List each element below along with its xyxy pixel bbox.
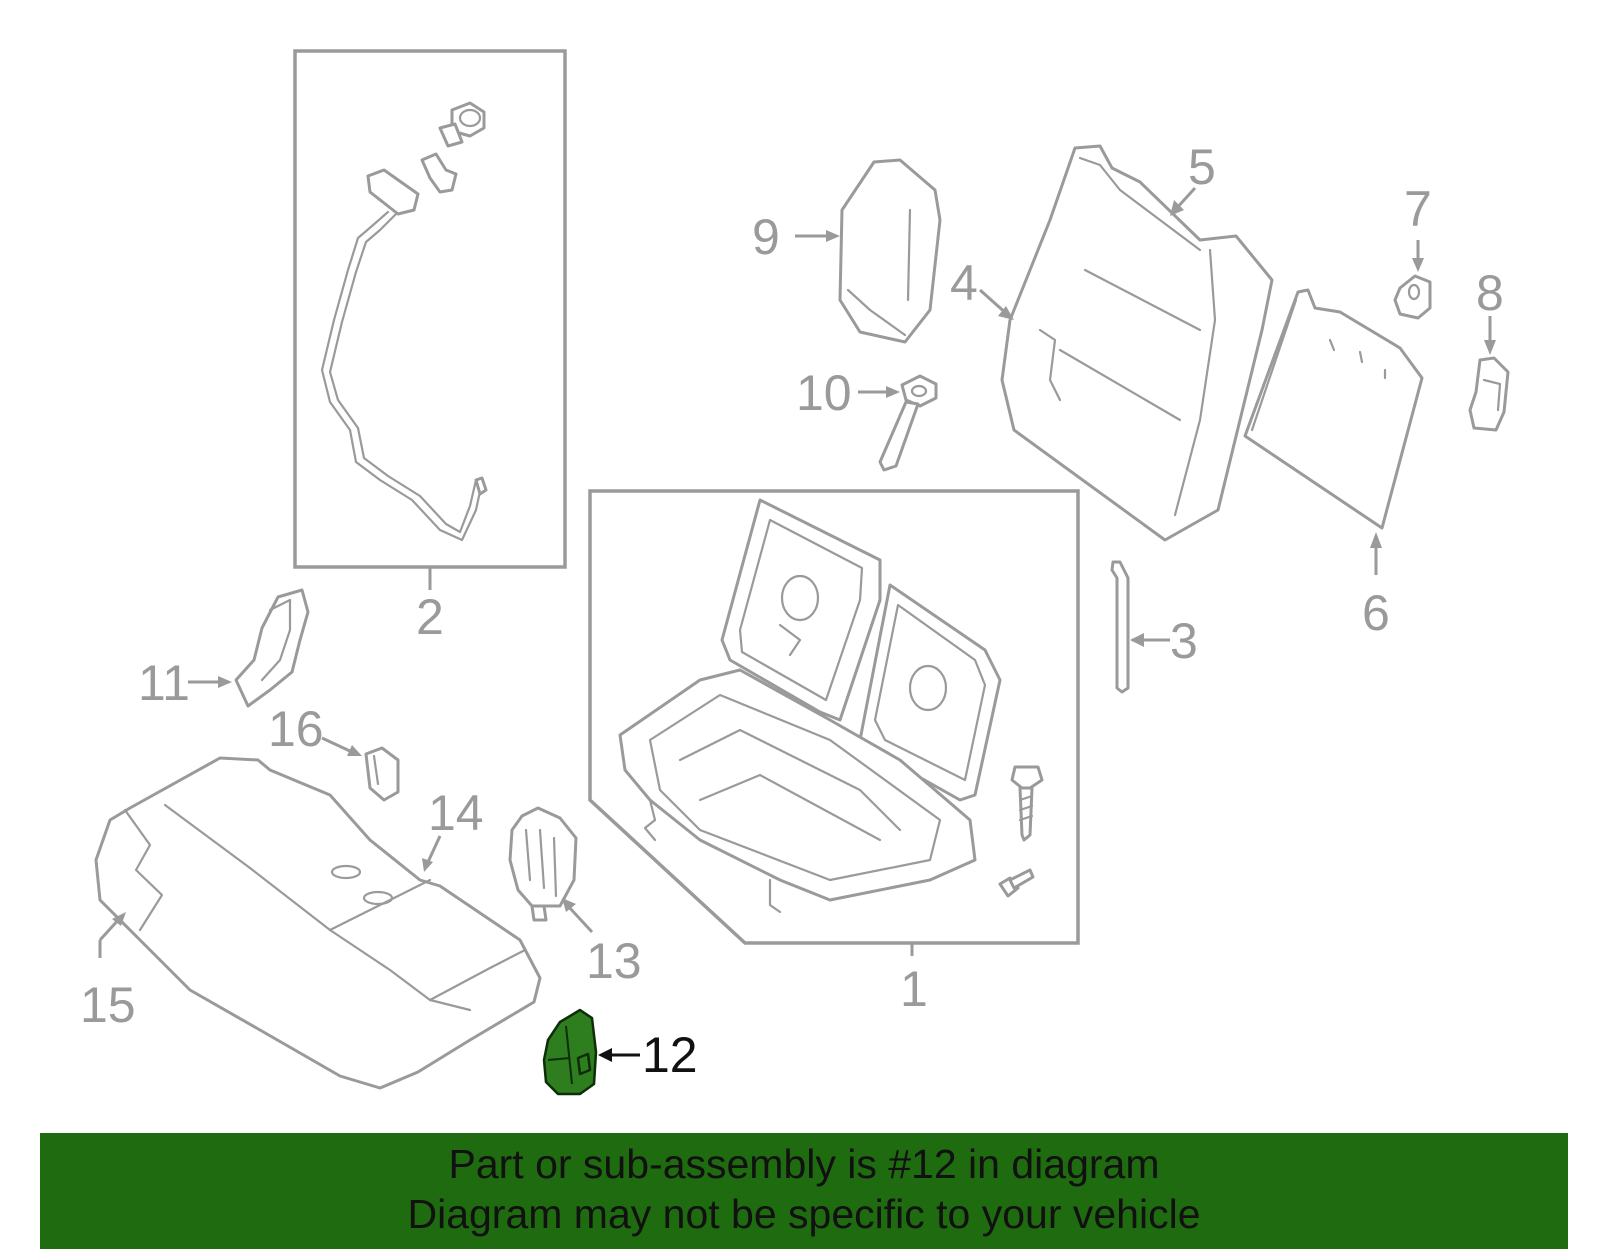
part-3-rod[interactable] — [1110, 560, 1130, 694]
part-10-headrest-guide[interactable] — [878, 374, 938, 472]
callout-12: 12 — [642, 1027, 698, 1083]
part-9-headrest[interactable] — [838, 158, 942, 344]
callout-8: 8 — [1476, 265, 1504, 321]
callout-16: 16 — [268, 701, 324, 757]
callout-10: 10 — [796, 365, 852, 421]
callout-9: 9 — [752, 209, 780, 265]
callout-2: 2 — [416, 589, 444, 645]
callout-11: 11 — [138, 655, 190, 711]
callout-14: 14 — [428, 785, 484, 841]
part-4-5-seatback[interactable] — [1000, 144, 1274, 542]
callout-13: 13 — [586, 933, 642, 989]
callout-7: 7 — [1404, 181, 1432, 237]
part-13-hinge-trim[interactable] — [508, 806, 578, 922]
callout-15: 15 — [80, 977, 136, 1033]
part-7-clip[interactable] — [1393, 274, 1432, 320]
callout-3: 3 — [1170, 613, 1198, 669]
part-8-latch-cover[interactable] — [1468, 356, 1510, 432]
part-12-highlighted-bracket[interactable] — [542, 1008, 598, 1096]
callout-6: 6 — [1362, 585, 1390, 641]
callout-5: 5 — [1188, 139, 1216, 195]
part-2-cable-assembly[interactable] — [293, 49, 567, 569]
part-11-hinge-cover[interactable] — [234, 588, 310, 708]
part-1-seat-frame[interactable] — [588, 489, 1080, 945]
callout-1: 1 — [900, 961, 928, 1017]
banner-line-disclaimer: Diagram may not be specific to your vehi… — [407, 1191, 1201, 1237]
part-6-back-panel[interactable] — [1243, 288, 1424, 530]
banner-line-part-number: Part or sub-assembly is #12 in diagram — [448, 1141, 1160, 1187]
callout-4: 4 — [950, 255, 978, 311]
part-16-clip[interactable] — [364, 746, 400, 802]
info-banner: Part or sub-assembly is #12 in diagram D… — [40, 1133, 1568, 1249]
